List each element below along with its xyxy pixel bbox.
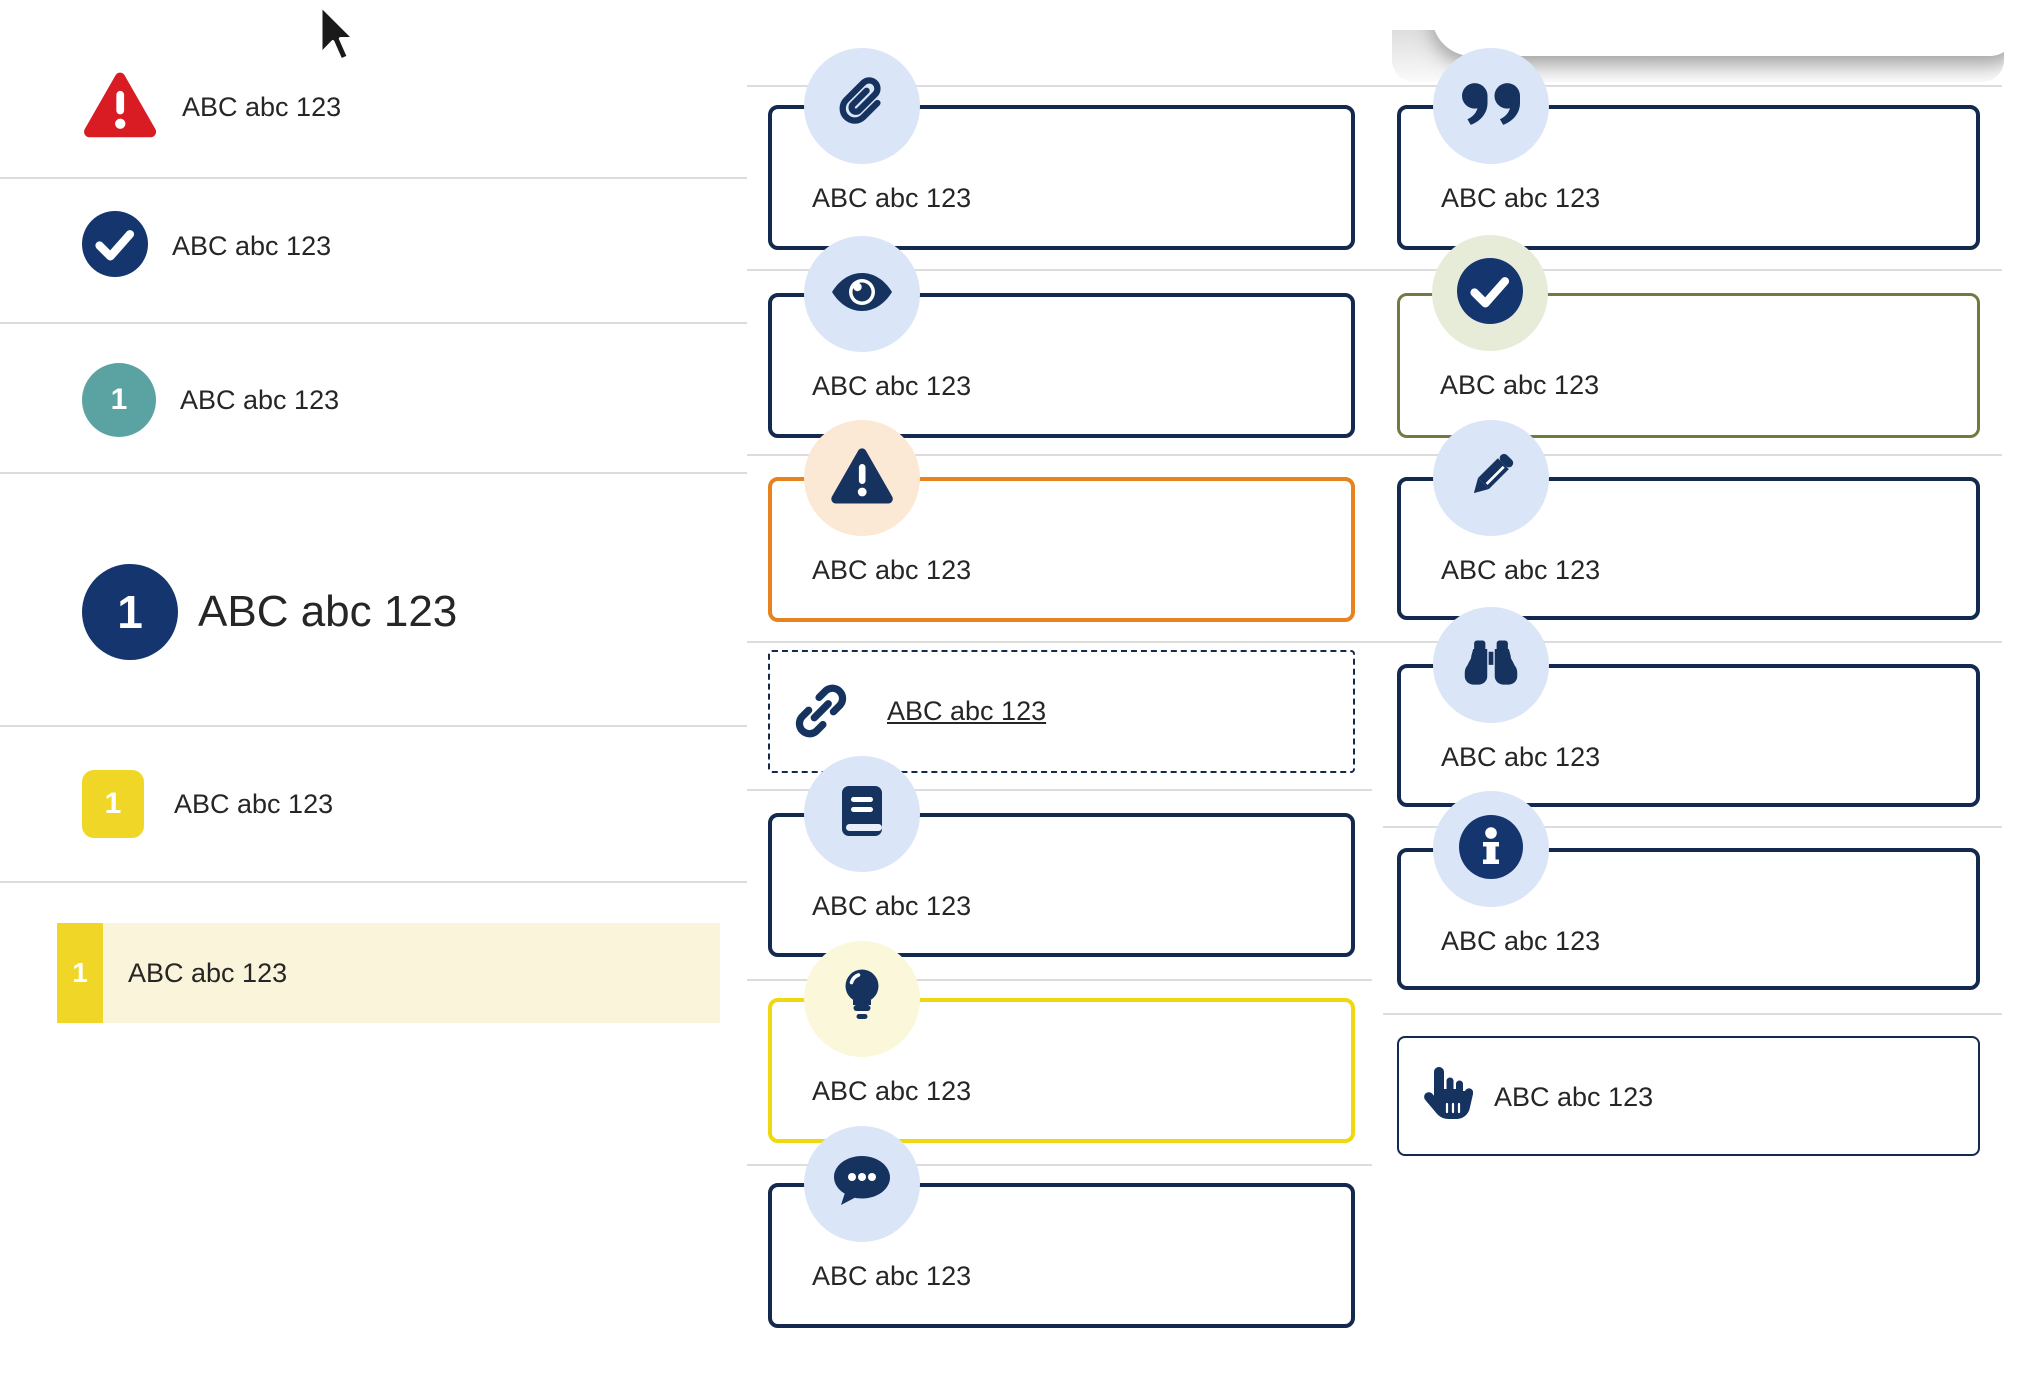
callout-reading: ABC abc 123 <box>768 756 1355 957</box>
hand-pointer-icon <box>1417 1062 1474 1129</box>
callout-label: ABC abc 123 <box>1441 555 1601 585</box>
badge <box>804 941 920 1057</box>
divider <box>747 979 1372 981</box>
callout-attachment: ABC abc 123 <box>768 48 1355 250</box>
badge <box>804 236 920 352</box>
callout-hyperlink[interactable]: ABC abc 123 <box>887 696 1047 726</box>
chat-icon <box>831 1153 893 1216</box>
divider <box>1383 1013 2002 1015</box>
list-item-step-large: 1 ABC abc 123 <box>0 545 747 679</box>
callout-label: ABC abc 123 <box>1441 183 1601 213</box>
divider <box>747 269 2002 271</box>
divider <box>0 472 747 474</box>
badge <box>1433 607 1549 723</box>
badge <box>804 1126 920 1242</box>
pencil-icon <box>1460 445 1522 512</box>
callout-link: ABC abc 123 <box>768 650 1355 773</box>
list-item-label: ABC abc 123 <box>198 587 458 636</box>
divider <box>747 1164 1372 1166</box>
badge <box>804 420 920 536</box>
callout-warning: ABC abc 123 <box>768 420 1355 622</box>
binoculars-icon <box>1461 638 1521 693</box>
badge <box>1433 420 1549 536</box>
callout-label: ABC abc 123 <box>812 1076 972 1106</box>
badge <box>1433 48 1549 164</box>
list-item-step-yellow-highlighted[interactable]: 1 ABC abc 123 <box>57 923 720 1023</box>
book-icon <box>834 784 890 845</box>
lightbulb-icon <box>838 968 886 1031</box>
list-item-label: ABC abc 123 <box>172 230 332 261</box>
number-circle-teal: 1 <box>82 363 156 437</box>
callout-explore: ABC abc 123 <box>1397 607 1980 807</box>
callout-label: ABC abc 123 <box>812 555 972 585</box>
quote-icon <box>1462 82 1520 130</box>
divider <box>747 641 2002 643</box>
window-pane <box>1432 30 2004 56</box>
badge <box>804 756 920 872</box>
callout-label: ABC abc 123 <box>1441 926 1601 956</box>
callout-label: ABC abc 123 <box>812 891 972 921</box>
callout-label: ABC abc 123 <box>812 183 972 213</box>
badge <box>1432 235 1548 351</box>
number-bar-yellow: 1 <box>57 923 103 1023</box>
callout-info: ABC abc 123 <box>1397 791 1980 990</box>
divider <box>0 177 747 179</box>
divider <box>747 85 2002 87</box>
badge <box>1433 791 1549 907</box>
list-item-label: ABC abc 123 <box>128 957 288 988</box>
callout-success: ABC abc 123 <box>1397 235 1980 438</box>
callout-label: ABC abc 123 <box>812 371 972 401</box>
callout-label: ABC abc 123 <box>1441 742 1601 772</box>
divider <box>747 789 1372 791</box>
callout-exercise: ABC abc 123 <box>1397 420 1980 620</box>
link-icon <box>792 680 850 747</box>
callout-label: ABC abc 123 <box>1494 1082 1654 1112</box>
list-item-step-teal: 1 ABC abc 123 <box>0 333 747 467</box>
callout-quote: ABC abc 123 <box>1397 48 1980 250</box>
list-item-check: ABC abc 123 <box>0 179 747 313</box>
callout-label: ABC abc 123 <box>812 1261 972 1291</box>
list-item-label: ABC abc 123 <box>174 788 334 819</box>
divider <box>747 454 2002 456</box>
alert-triangle-icon <box>830 447 894 510</box>
mouse-cursor <box>316 3 360 75</box>
divider <box>0 725 747 727</box>
callout-action-button[interactable]: ABC abc 123 <box>1397 1036 1980 1156</box>
list-item-label: ABC abc 123 <box>182 91 342 122</box>
check-circle-icon <box>1457 257 1523 329</box>
check-circle-icon <box>82 210 148 282</box>
callout-preview: ABC abc 123 <box>768 236 1355 438</box>
callout-discussion: ABC abc 123 <box>768 1126 1355 1328</box>
divider <box>0 881 747 883</box>
number-circle-navy-large: 1 <box>82 564 178 660</box>
divider <box>0 322 747 324</box>
paperclip-icon <box>831 73 893 140</box>
info-icon <box>1459 814 1523 884</box>
list-item-step-yellow: 1 ABC abc 123 <box>0 737 747 871</box>
number-square-yellow: 1 <box>82 770 144 838</box>
callout-tip: ABC abc 123 <box>768 941 1355 1143</box>
alert-triangle-icon <box>82 71 158 144</box>
divider <box>1383 826 2002 828</box>
eye-icon <box>830 272 894 317</box>
list-item-alert: ABC abc 123 <box>0 40 747 174</box>
callout-label: ABC abc 123 <box>1440 370 1600 400</box>
badge <box>804 48 920 164</box>
list-item-label: ABC abc 123 <box>180 384 340 415</box>
